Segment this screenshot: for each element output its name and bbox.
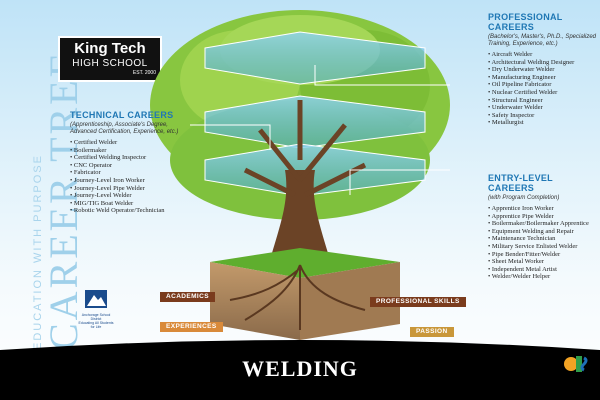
list-item: Aircraft Welder bbox=[488, 51, 600, 59]
list-item: Military Service Enlisted Welder bbox=[488, 243, 600, 251]
grass-top bbox=[210, 248, 400, 278]
list-item: Safety Inspector bbox=[488, 112, 600, 120]
list-item: Journey-Level Pipe Welder bbox=[70, 185, 180, 193]
list-item: Sheet Metal Worker bbox=[488, 258, 600, 266]
list-item: Robotic Weld Operator/Technician bbox=[70, 207, 180, 215]
list-item: Equipment Welding and Repair bbox=[488, 228, 600, 236]
list-item: MIG/TIG Boat Welder bbox=[70, 200, 180, 208]
list-item: Metallurgist bbox=[488, 119, 600, 127]
school-logo: King Tech HIGH SCHOOL EST. 2000 bbox=[58, 36, 162, 82]
publisher-logo-icon bbox=[564, 356, 588, 372]
school-district-tagline: Educating All Students for Life bbox=[78, 321, 114, 329]
professional-careers-list: Aircraft Welder Architectural Welding De… bbox=[488, 51, 600, 127]
roots-label-professional-skills: PROFESSIONAL SKILLS bbox=[370, 297, 466, 307]
footer-band: WELDING bbox=[0, 340, 600, 400]
technical-careers-subtitle: (Apprenticeship, Associate's Degree, Adv… bbox=[70, 122, 179, 135]
list-item: Apprentice Iron Worker bbox=[488, 205, 600, 213]
list-item: Nuclear Certified Welder bbox=[488, 89, 600, 97]
list-item: Oil Pipeline Fabricator bbox=[488, 81, 600, 89]
list-item: Maintenance Technician bbox=[488, 235, 600, 243]
tree-roots bbox=[229, 264, 366, 330]
list-item: Structural Engineer bbox=[488, 97, 600, 105]
soil-front-right bbox=[300, 262, 400, 340]
entry-level-careers-section: ENTRY-LEVEL CAREERS (with Program Comple… bbox=[488, 173, 600, 281]
list-item: Architectural Welding Designer bbox=[488, 59, 600, 67]
list-item: Pipe Bender/Fitter/Welder bbox=[488, 251, 600, 259]
footer-title: WELDING bbox=[242, 356, 358, 381]
technical-careers-section: TECHNICAL CAREERS (Apprenticeship, Assoc… bbox=[70, 110, 180, 215]
roots-label-academics: ACADEMICS bbox=[160, 292, 215, 302]
list-item: Manufacturing Engineer bbox=[488, 74, 600, 82]
school-district-name: Anchorage School District bbox=[81, 313, 111, 321]
list-item: Apprentice Pipe Welder bbox=[488, 213, 600, 221]
list-item: Certified Welding Inspector bbox=[70, 154, 180, 162]
list-item: Independent Metal Artist bbox=[488, 266, 600, 274]
list-item: Journey-Level Iron Worker bbox=[70, 177, 180, 185]
school-district-logo: Anchorage School District Educating All … bbox=[76, 290, 116, 329]
technical-careers-list: Certified Welder Boilermaker Certified W… bbox=[70, 139, 180, 215]
entry-level-careers-list: Apprentice Iron Worker Apprentice Pipe W… bbox=[488, 205, 600, 281]
professional-careers-subtitle: (Bachelor's, Master's, Ph.D., Specialize… bbox=[488, 34, 596, 47]
logo-line-3: EST. 2000 bbox=[132, 70, 156, 76]
connector-lines bbox=[190, 65, 450, 195]
logo-line-1: King Tech bbox=[74, 40, 146, 57]
list-item: Certified Welder bbox=[70, 139, 180, 147]
logo-line-2: HIGH SCHOOL bbox=[72, 58, 148, 69]
technical-careers-title: TECHNICAL CAREERS bbox=[70, 110, 174, 120]
entry-level-careers-subtitle: (with Program Completion) bbox=[488, 195, 560, 201]
list-item: Welder/Welder Helper bbox=[488, 273, 600, 281]
list-item: Boilermaker/Boilermaker Apprentice bbox=[488, 220, 600, 228]
roots-label-experiences: EXPERIENCES bbox=[160, 322, 223, 332]
list-item: CNC Operator bbox=[70, 162, 180, 170]
professional-careers-title: PROFESSIONAL CAREERS bbox=[488, 12, 563, 32]
soil-front-left bbox=[210, 262, 300, 340]
career-level-slabs bbox=[204, 31, 426, 197]
career-tree-illustration bbox=[150, 10, 450, 340]
list-item: Dry Underwater Welder bbox=[488, 66, 600, 74]
list-item: Underwater Welder bbox=[488, 104, 600, 112]
entry-level-careers-title: ENTRY-LEVEL CAREERS bbox=[488, 173, 553, 193]
list-item: Journey-Level Welder bbox=[70, 192, 180, 200]
tree-trunk bbox=[270, 170, 330, 260]
roots-label-passion: PASSION bbox=[410, 327, 454, 337]
list-item: Boilermaker bbox=[70, 147, 180, 155]
footer-wave bbox=[0, 340, 600, 354]
mountain-icon bbox=[85, 290, 107, 308]
list-item: Fabricator bbox=[70, 169, 180, 177]
professional-careers-section: PROFESSIONAL CAREERS (Bachelor's, Master… bbox=[488, 12, 600, 127]
